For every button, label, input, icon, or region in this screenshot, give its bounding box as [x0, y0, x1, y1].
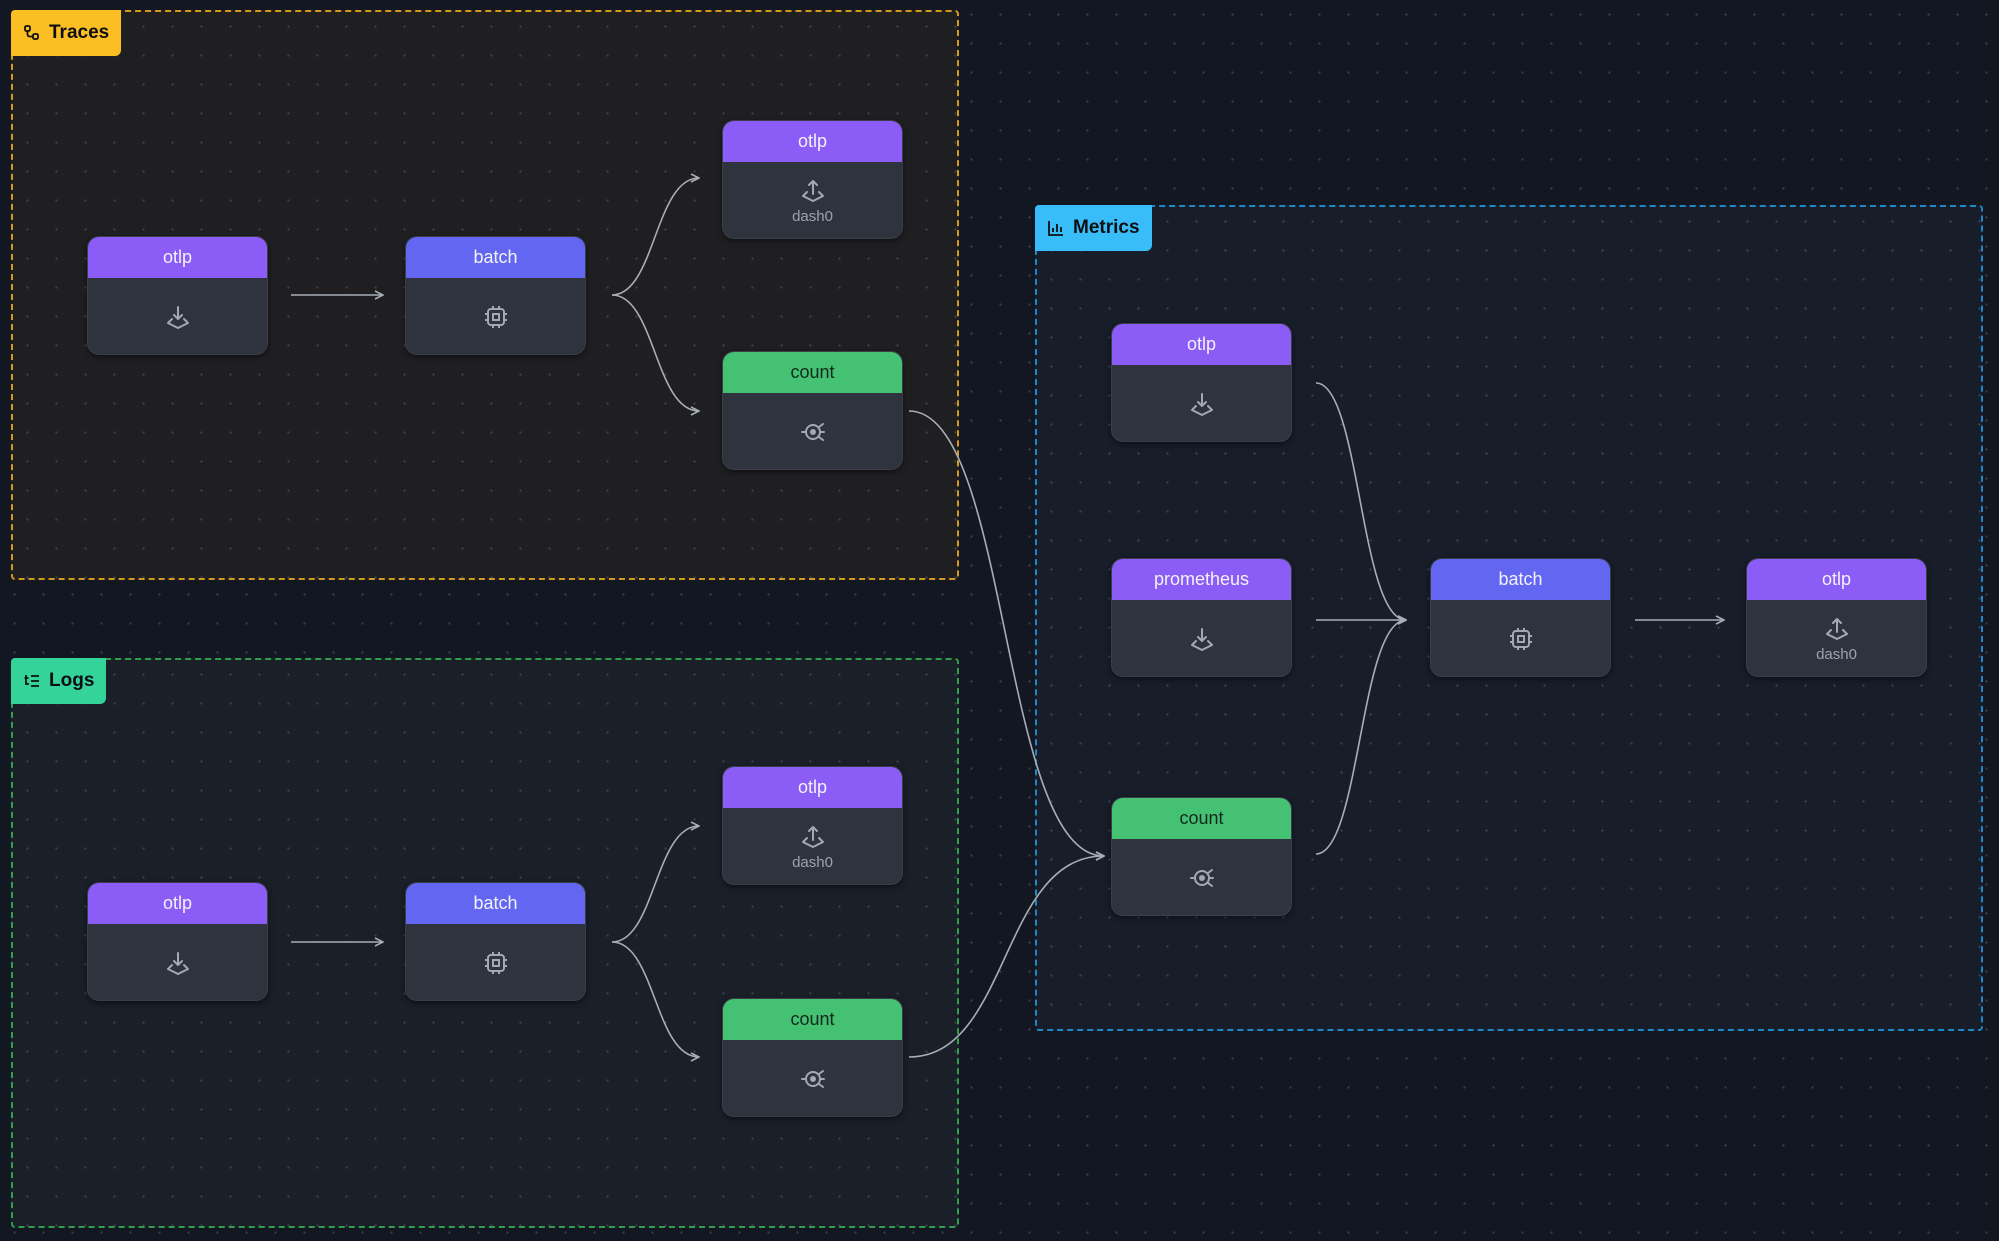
node-traces-batch[interactable]: batch — [405, 236, 586, 355]
connector-icon — [800, 1070, 825, 1088]
bar-chart-icon — [1048, 221, 1063, 236]
node-body: dash0 — [1747, 600, 1926, 676]
connector-icon — [1189, 869, 1214, 887]
node-metrics-count[interactable]: count — [1111, 797, 1292, 916]
node-traces-otlp-out[interactable]: otlp dash0 — [722, 120, 903, 239]
node-title: otlp — [723, 767, 902, 808]
list-icon — [24, 675, 39, 687]
edge — [611, 941, 699, 1057]
edge — [908, 410, 1104, 856]
node-body — [1112, 600, 1291, 676]
node-body — [88, 278, 267, 354]
node-title: count — [723, 352, 902, 393]
node-title: otlp — [88, 237, 267, 278]
node-body — [1112, 365, 1291, 441]
node-title: batch — [1431, 559, 1610, 600]
pipeline-icon — [24, 25, 39, 40]
receiver-icon — [166, 306, 189, 329]
edge — [908, 856, 1104, 1058]
exporter-icon — [801, 825, 824, 848]
connector-icon — [800, 423, 825, 441]
node-title: otlp — [723, 121, 902, 162]
node-logs-otlp-in[interactable]: otlp — [87, 882, 268, 1001]
node-logs-batch[interactable]: batch — [405, 882, 586, 1001]
node-metrics-prometheus[interactable]: prometheus — [1111, 558, 1292, 677]
node-traces-count[interactable]: count — [722, 351, 903, 470]
receiver-icon — [1190, 628, 1213, 651]
node-title: batch — [406, 237, 585, 278]
processor-chip-icon — [484, 306, 507, 328]
node-subtitle: dash0 — [1816, 645, 1857, 663]
group-tab-traces[interactable]: Traces — [11, 10, 122, 56]
node-title: otlp — [1112, 324, 1291, 365]
edge — [611, 294, 699, 411]
group-tab-metrics[interactable]: Metrics — [1035, 205, 1152, 251]
edge — [611, 178, 699, 296]
node-body: dash0 — [723, 808, 902, 884]
node-body — [1431, 600, 1610, 676]
node-title: otlp — [1747, 559, 1926, 600]
node-title: prometheus — [1112, 559, 1291, 600]
node-title: otlp — [88, 883, 267, 924]
group-label: Traces — [49, 22, 110, 43]
node-traces-otlp-in[interactable]: otlp — [87, 236, 268, 355]
node-body — [723, 393, 902, 469]
node-body — [406, 924, 585, 1000]
node-body — [1112, 839, 1291, 915]
node-logs-otlp-out[interactable]: otlp dash0 — [722, 766, 903, 885]
group-label: Logs — [49, 670, 95, 691]
receiver-icon — [166, 952, 189, 975]
node-body — [88, 924, 267, 1000]
group-tab-logs[interactable]: Logs — [11, 658, 107, 704]
node-title: batch — [406, 883, 585, 924]
processor-chip-icon — [1509, 628, 1532, 650]
node-subtitle: dash0 — [792, 207, 833, 225]
node-metrics-otlp-in[interactable]: otlp — [1111, 323, 1292, 442]
node-title: count — [1112, 798, 1291, 839]
node-body — [406, 278, 585, 354]
group-label: Metrics — [1073, 217, 1140, 238]
processor-chip-icon — [484, 952, 507, 974]
node-body: dash0 — [723, 162, 902, 238]
node-subtitle: dash0 — [792, 853, 833, 871]
receiver-icon — [1190, 393, 1213, 416]
exporter-icon — [801, 179, 824, 202]
edge — [1315, 620, 1406, 855]
node-title: count — [723, 999, 902, 1040]
exporter-icon — [1825, 617, 1848, 640]
node-logs-count[interactable]: count — [722, 998, 903, 1117]
edge — [1315, 382, 1406, 620]
node-metrics-otlp-out[interactable]: otlp dash0 — [1746, 558, 1927, 677]
node-body — [723, 1040, 902, 1116]
edge — [611, 826, 699, 943]
node-metrics-batch[interactable]: batch — [1430, 558, 1611, 677]
